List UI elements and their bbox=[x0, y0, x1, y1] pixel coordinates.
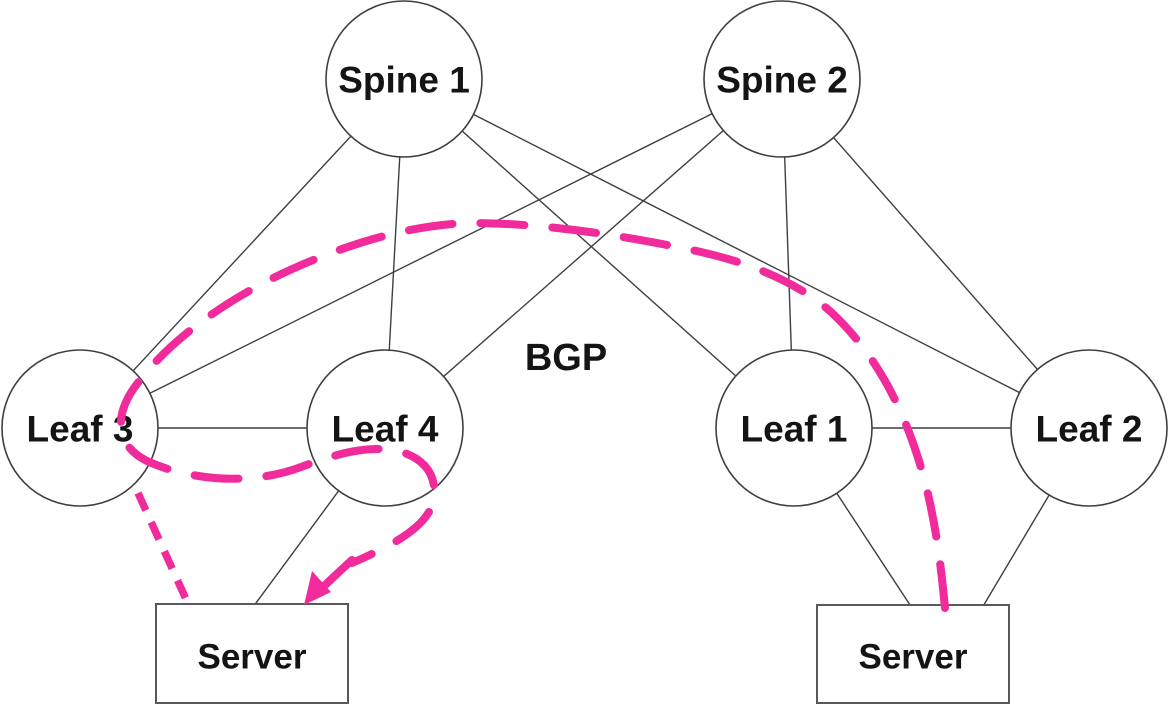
label-server-right: Server bbox=[859, 638, 968, 677]
node-leaf-1 bbox=[715, 349, 873, 507]
bgp-label: BGP bbox=[525, 337, 607, 379]
link-spine1-leaf2 bbox=[403, 78, 1090, 429]
bgp-path-arrowhead-icon bbox=[304, 571, 331, 605]
link-spine2-leaf3 bbox=[79, 78, 783, 429]
label-spine-2: Spine 2 bbox=[716, 60, 848, 101]
label-leaf-3: Leaf 3 bbox=[27, 409, 134, 450]
link-spine2-leaf4 bbox=[384, 78, 783, 429]
label-server-left: Server bbox=[198, 638, 307, 677]
label-leaf-4: Leaf 4 bbox=[332, 409, 439, 450]
node-labels: Spine 1 Spine 2 Leaf 3 Leaf 4 Leaf 1 Lea… bbox=[27, 60, 1143, 677]
node-server-left bbox=[155, 603, 349, 704]
bgp-path-main-stroke bbox=[116, 218, 949, 612]
node-spine-1 bbox=[325, 0, 483, 158]
node-server-right bbox=[816, 604, 1010, 704]
link-spine1-leaf3 bbox=[79, 78, 405, 429]
label-leaf-2: Leaf 2 bbox=[1036, 409, 1143, 450]
link-spine1-leaf1 bbox=[403, 78, 795, 429]
node-leaf-2 bbox=[1010, 349, 1168, 507]
label-leaf-1: Leaf 1 bbox=[741, 409, 848, 450]
label-spine-1: Spine 1 bbox=[338, 60, 470, 101]
bgp-highlight-path bbox=[116, 218, 949, 612]
leaf3-server-dashed-segment bbox=[134, 491, 194, 610]
node-leaf-3 bbox=[1, 349, 159, 507]
node-spine-2 bbox=[703, 0, 861, 158]
